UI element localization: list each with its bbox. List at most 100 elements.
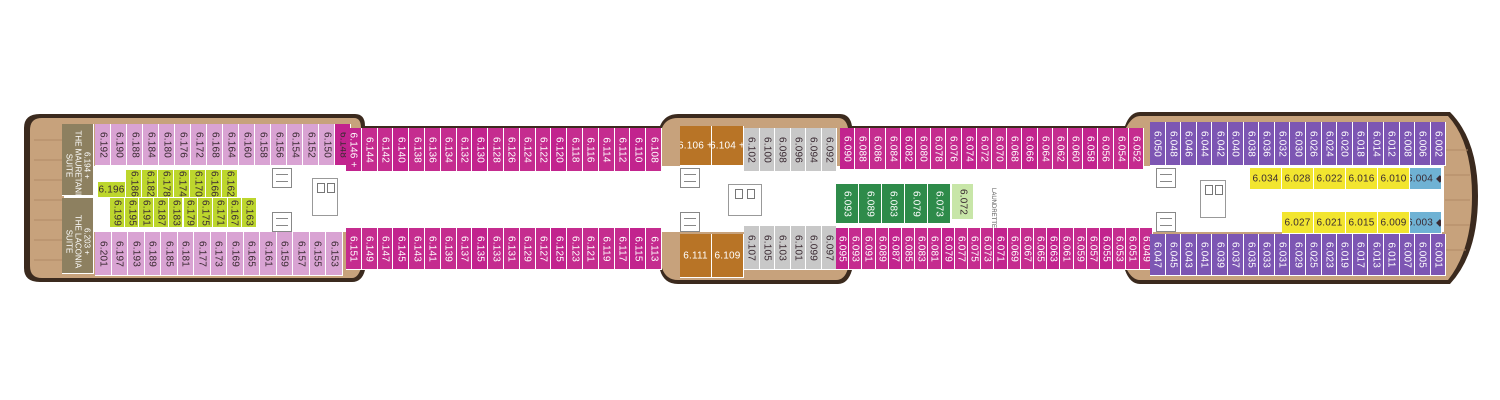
cabin-6-081[interactable]: 6.081 [928,228,942,270]
cabin-6-164[interactable]: 6.164 [223,124,239,166]
cabin-6-154[interactable]: 6.154 [287,124,303,166]
cabin-6-089[interactable]: 6.089 [859,184,882,224]
cabin-6-197[interactable]: 6.197 [111,232,128,276]
cabin-6-131[interactable]: 6.131 [504,228,520,270]
cabin-6-195[interactable]: 6.195 [124,198,140,228]
cabin-6-201[interactable]: 6.201 [95,232,112,276]
cabin-6-165[interactable]: 6.165 [243,232,260,276]
cabin-6-191[interactable]: 6.191 [139,198,155,228]
cabin-6-125[interactable]: 6.125 [551,228,568,270]
cabin-6-033[interactable]: 6.033 [1259,234,1275,276]
cabin-6-031[interactable]: 6.031 [1274,234,1291,276]
cabin-6-059[interactable]: 6.059 [1073,228,1087,270]
cabin-6-156[interactable]: 6.156 [271,124,287,166]
cabin-6-088[interactable]: 6.088 [855,128,871,170]
cabin-6-098[interactable]: 6.098 [775,128,791,172]
cabin-6-147[interactable]: 6.147 [377,228,394,270]
cabin-6-137[interactable]: 6.137 [456,228,473,270]
cabin-6-113[interactable]: 6.113 [646,228,662,270]
cabin-6-108[interactable]: 6.108 [646,128,662,172]
cabin-6-004[interactable]: 6.004 ◆ [1410,168,1442,190]
cabin-6-013[interactable]: 6.013 [1368,234,1384,276]
cabin-6-123[interactable]: 6.123 [567,228,583,270]
cabin-6-097[interactable]: 6.097 [821,226,837,270]
suite-mauretania[interactable]: 6.194 + THE MAURETANIA SUITE [62,124,94,196]
cabin-6-051[interactable]: 6.051 [1126,228,1140,270]
cabin-6-077[interactable]: 6.077 [954,228,968,270]
cabin-6-041[interactable]: 6.041 [1196,234,1213,276]
cabin-6-011[interactable]: 6.011 [1384,234,1400,276]
cabin-6-085[interactable]: 6.085 [902,228,916,270]
cabin-6-057[interactable]: 6.057 [1086,228,1100,270]
cabin-6-189[interactable]: 6.189 [144,232,161,276]
cabin-6-038[interactable]: 6.038 [1243,122,1260,166]
cabin-6-130[interactable]: 6.130 [472,128,489,172]
cabin-6-171[interactable]: 6.171 [212,198,228,228]
cabin-6-058[interactable]: 6.058 [1083,128,1099,170]
cabin-6-176[interactable]: 6.176 [175,124,191,166]
cabin-6-032[interactable]: 6.032 [1274,122,1291,166]
cabin-6-089[interactable]: 6.089 [875,228,889,270]
cabin-6-079[interactable]: 6.079 [905,184,928,224]
cabin-6-168[interactable]: 6.168 [207,124,223,166]
cabin-6-134[interactable]: 6.134 [440,128,457,172]
cabin-6-083[interactable]: 6.083 [882,184,905,224]
cabin-6-129[interactable]: 6.129 [519,228,536,270]
cabin-6-045[interactable]: 6.045 [1165,234,1182,276]
cabin-6-116[interactable]: 6.116 [583,128,599,172]
cabin-6-006[interactable]: 6.006 [1415,122,1431,166]
cabin-6-107[interactable]: 6.107 [744,226,760,270]
cabin-6-060[interactable]: 6.060 [1068,128,1084,170]
cabin-6-082[interactable]: 6.082 [900,128,916,170]
cabin-6-073[interactable]: 6.073 [981,228,995,270]
cabin-6-093[interactable]: 6.093 [849,228,863,270]
cabin-6-128[interactable]: 6.128 [488,128,504,172]
cabin-6-024[interactable]: 6.024 [1321,122,1338,166]
cabin-6-078[interactable]: 6.078 [931,128,947,170]
cabin-6-142[interactable]: 6.142 [377,128,394,172]
cabin-6-167[interactable]: 6.167 [227,198,243,228]
cabin-6-177[interactable]: 6.177 [194,232,211,276]
cabin-6-040[interactable]: 6.040 [1228,122,1244,166]
cabin-6-080[interactable]: 6.080 [916,128,932,170]
cabin-6-155[interactable]: 6.155 [309,232,326,276]
cabin-6-036[interactable]: 6.036 [1259,122,1275,166]
cabin-6-132[interactable]: 6.132 [456,128,473,172]
cabin-6-175[interactable]: 6.175 [198,198,213,228]
cabin-6-126[interactable]: 6.126 [504,128,520,172]
cabin-6-109[interactable]: 6.109 [712,234,744,278]
cabin-6-146[interactable]: 6.146 + [346,128,362,172]
cabin-6-095[interactable]: 6.095 [836,228,850,270]
cabin-6-184[interactable]: 6.184 [143,124,159,166]
cabin-6-010[interactable]: 6.010 [1378,168,1410,190]
cabin-6-141[interactable]: 6.141 [425,228,441,270]
cabin-6-119[interactable]: 6.119 [598,228,615,270]
cabin-6-018[interactable]: 6.018 [1352,122,1369,166]
cabin-6-052[interactable]: 6.052 [1128,128,1144,170]
cabin-6-061[interactable]: 6.061 [1060,228,1074,270]
cabin-6-185[interactable]: 6.185 [161,232,178,276]
cabin-6-075[interactable]: 6.075 [968,228,982,270]
cabin-6-122[interactable]: 6.122 [535,128,552,172]
cabin-6-139[interactable]: 6.139 [440,228,457,270]
cabin-6-135[interactable]: 6.135 [472,228,489,270]
cabin-6-178[interactable]: 6.178 [158,170,174,198]
cabin-6-008[interactable]: 6.008 [1399,122,1416,166]
cabin-6-180[interactable]: 6.180 [159,124,175,166]
cabin-6-069[interactable]: 6.069 [1007,228,1021,270]
cabin-6-021[interactable]: 6.021 [1314,212,1346,234]
cabin-6-173[interactable]: 6.173 [210,232,227,276]
cabin-6-062[interactable]: 6.062 [1052,128,1068,170]
cabin-6-014[interactable]: 6.014 [1368,122,1384,166]
cabin-6-150[interactable]: 6.150 [319,124,335,166]
cabin-6-065[interactable]: 6.065 [1034,228,1048,270]
cabin-6-035[interactable]: 6.035 [1243,234,1260,276]
cabin-6-121[interactable]: 6.121 [583,228,599,270]
cabin-6-067[interactable]: 6.067 [1020,228,1034,270]
cabin-6-003[interactable]: 6.003 ◆ [1410,212,1442,234]
cabin-6-182[interactable]: 6.182 [142,170,158,198]
cabin-6-017[interactable]: 6.017 [1352,234,1369,276]
cabin-6-050[interactable]: 6.050 [1150,122,1166,166]
cabin-6-099[interactable]: 6.099 [806,226,822,270]
cabin-6-111[interactable]: 6.111 [680,234,712,278]
